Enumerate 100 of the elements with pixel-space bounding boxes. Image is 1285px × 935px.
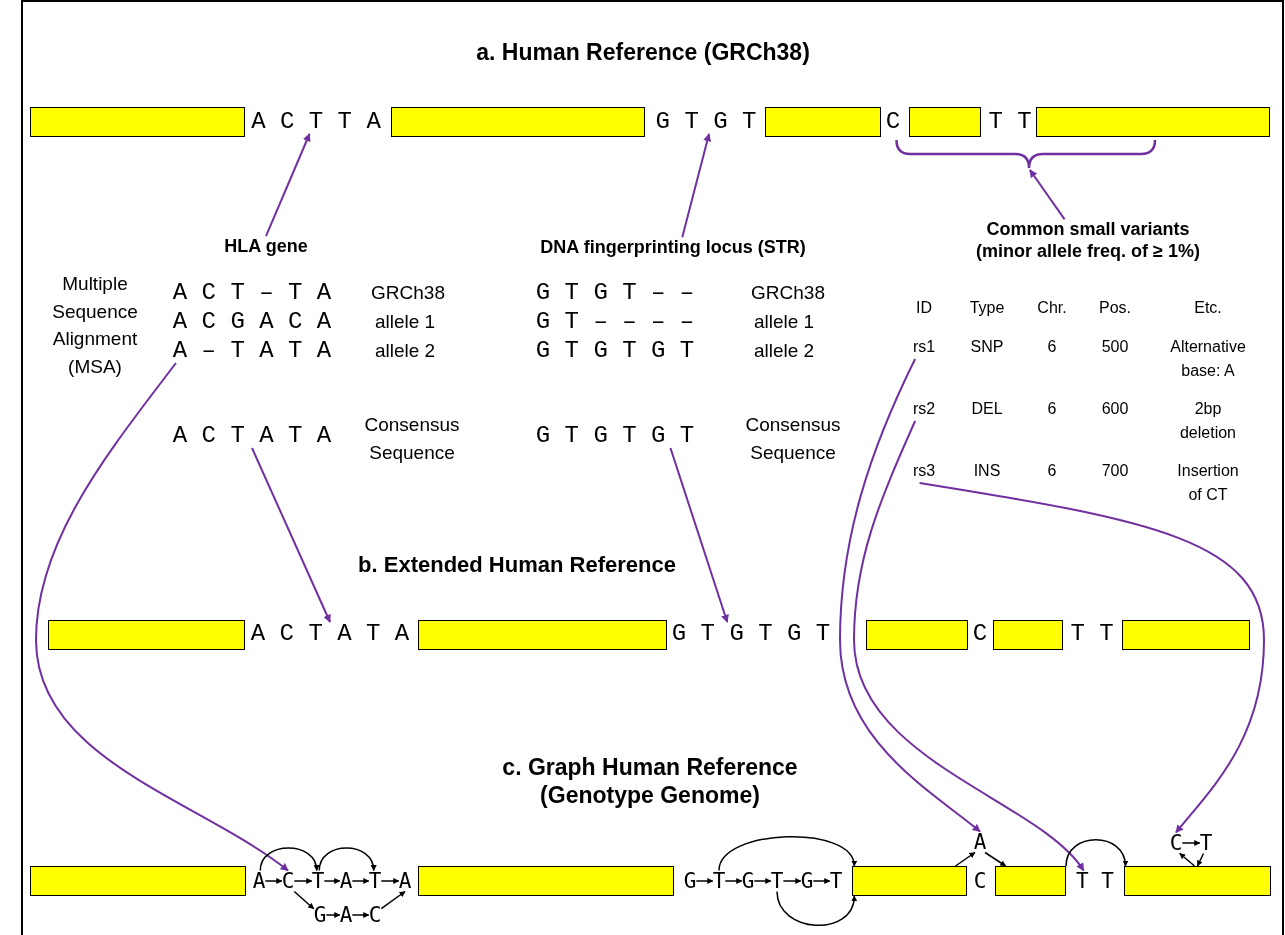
curved-arrow (259, 847, 319, 872)
sequence-text: A C T A T A (250, 622, 410, 646)
sequence-text: G T – – – – (535, 310, 695, 334)
sequence-text: A C T T A (251, 110, 381, 134)
curved-arrow (918, 482, 1265, 834)
base-letter: A (973, 831, 987, 853)
brace (895, 139, 1157, 170)
base-letter: A (398, 870, 412, 892)
arrow (782, 878, 802, 884)
allele-name: GRCh38 (371, 281, 445, 306)
sequence-bar (909, 107, 981, 137)
arrow (984, 851, 1007, 867)
table-cell-text: Alternative base: A (1169, 337, 1247, 381)
arrow (293, 890, 315, 910)
table-cell-text: 2bp deletion (1178, 399, 1237, 443)
sequence-text: G T G T – – (535, 281, 695, 305)
table-cell-text: 6 (1047, 337, 1057, 357)
table-cell-text: INS (973, 461, 1001, 481)
sequence-text: G T G T G T (671, 622, 831, 646)
arrow (1179, 852, 1196, 867)
table-header: Etc. (1194, 298, 1222, 318)
allele-name: allele 2 (753, 339, 815, 364)
sequence-text: A C T – T A (172, 281, 332, 305)
base-letter: T (311, 870, 325, 892)
arrow (293, 878, 313, 884)
arrow (351, 912, 370, 918)
sequence-text: A – T A T A (172, 339, 332, 363)
sequence-text: T T (988, 110, 1032, 134)
base-letter: C (281, 870, 295, 892)
arrow (380, 890, 406, 910)
table-header: Pos. (1099, 298, 1131, 318)
sequence-text: A C G A C A (172, 310, 332, 334)
curved-arrow (35, 362, 289, 872)
sequence-bar (418, 866, 674, 896)
sequence-bar (993, 620, 1063, 650)
sequence-bar (30, 866, 246, 896)
sequence-bar (391, 107, 645, 137)
sequence-text: G T G T (655, 110, 757, 134)
base-letter: T (368, 870, 382, 892)
sequence-bar (1036, 107, 1270, 137)
table-cell-text: 600 (1101, 399, 1129, 419)
sequence-bar (995, 866, 1066, 896)
table-cell-text: 6 (1047, 461, 1057, 481)
sequence-bar (1124, 866, 1271, 896)
curved-arrow (318, 847, 376, 872)
arrow (251, 447, 331, 623)
base-letter: T (712, 870, 726, 892)
table-cell-text: SNP (970, 337, 1004, 357)
base-letter: C (368, 904, 382, 926)
side-label: Multiple Sequence Alignment (MSA) (51, 271, 139, 379)
sequence-bar (765, 107, 881, 137)
sequence-text: G T G T G T (535, 424, 695, 448)
table-cell-text: DEL (971, 399, 1003, 419)
sequence-bar (48, 620, 245, 650)
sequence-bar (1122, 620, 1250, 650)
variant-id: rs2 (912, 397, 936, 421)
arrow (724, 878, 743, 884)
arrow (264, 878, 283, 884)
base-letter: G (800, 870, 814, 892)
base-letter: G (313, 904, 327, 926)
arrow (380, 878, 400, 884)
row-label: Consensus Sequence (363, 413, 461, 465)
arrow (681, 133, 712, 239)
variants-heading: Common small variants (minor allele freq. of ≥ 1%) (958, 219, 1218, 263)
base-letter: T (1199, 832, 1213, 854)
base-letter: C (973, 870, 987, 892)
gene-heading: HLA gene (224, 236, 308, 258)
arrow (669, 447, 729, 623)
table-cell-text: 700 (1101, 461, 1129, 481)
arrow (812, 878, 831, 884)
section-heading: b. Extended Human Reference (358, 551, 676, 579)
base-letter: G (683, 870, 697, 892)
arrow (753, 878, 772, 884)
arrow (1181, 840, 1201, 846)
base-letter: A (339, 870, 353, 892)
section-heading: c. Graph Human Reference (Genotype Genome) (501, 754, 799, 810)
section-heading: a. Human Reference (GRCh38) (476, 39, 810, 67)
base-letter: G (741, 870, 755, 892)
allele-name: allele 1 (753, 310, 815, 335)
arrow (323, 878, 341, 884)
curved-arrow (776, 890, 857, 926)
allele-name: allele 2 (374, 339, 436, 364)
curved-arrow (1065, 839, 1128, 867)
sequence-bar (852, 866, 967, 896)
curved-arrow (853, 420, 1085, 872)
arrow (695, 878, 714, 884)
base-letter: A (339, 904, 353, 926)
locus-heading: DNA fingerprinting locus (STR) (540, 237, 806, 259)
sequence-text: T T (1070, 622, 1114, 646)
table-cell-text: 6 (1047, 399, 1057, 419)
base-letter: T (770, 870, 784, 892)
table-header: Type (969, 298, 1005, 318)
allele-name: allele 1 (374, 310, 436, 335)
base-letter: T T (1076, 870, 1114, 892)
allele-name: GRCh38 (751, 281, 825, 306)
row-label: Consensus Sequence (744, 413, 842, 465)
sequence-text: A C T A T A (172, 424, 332, 448)
arrow (1028, 169, 1066, 221)
base-letter: C (972, 622, 988, 646)
table-cell-text: Insertion of CT (1176, 461, 1240, 505)
